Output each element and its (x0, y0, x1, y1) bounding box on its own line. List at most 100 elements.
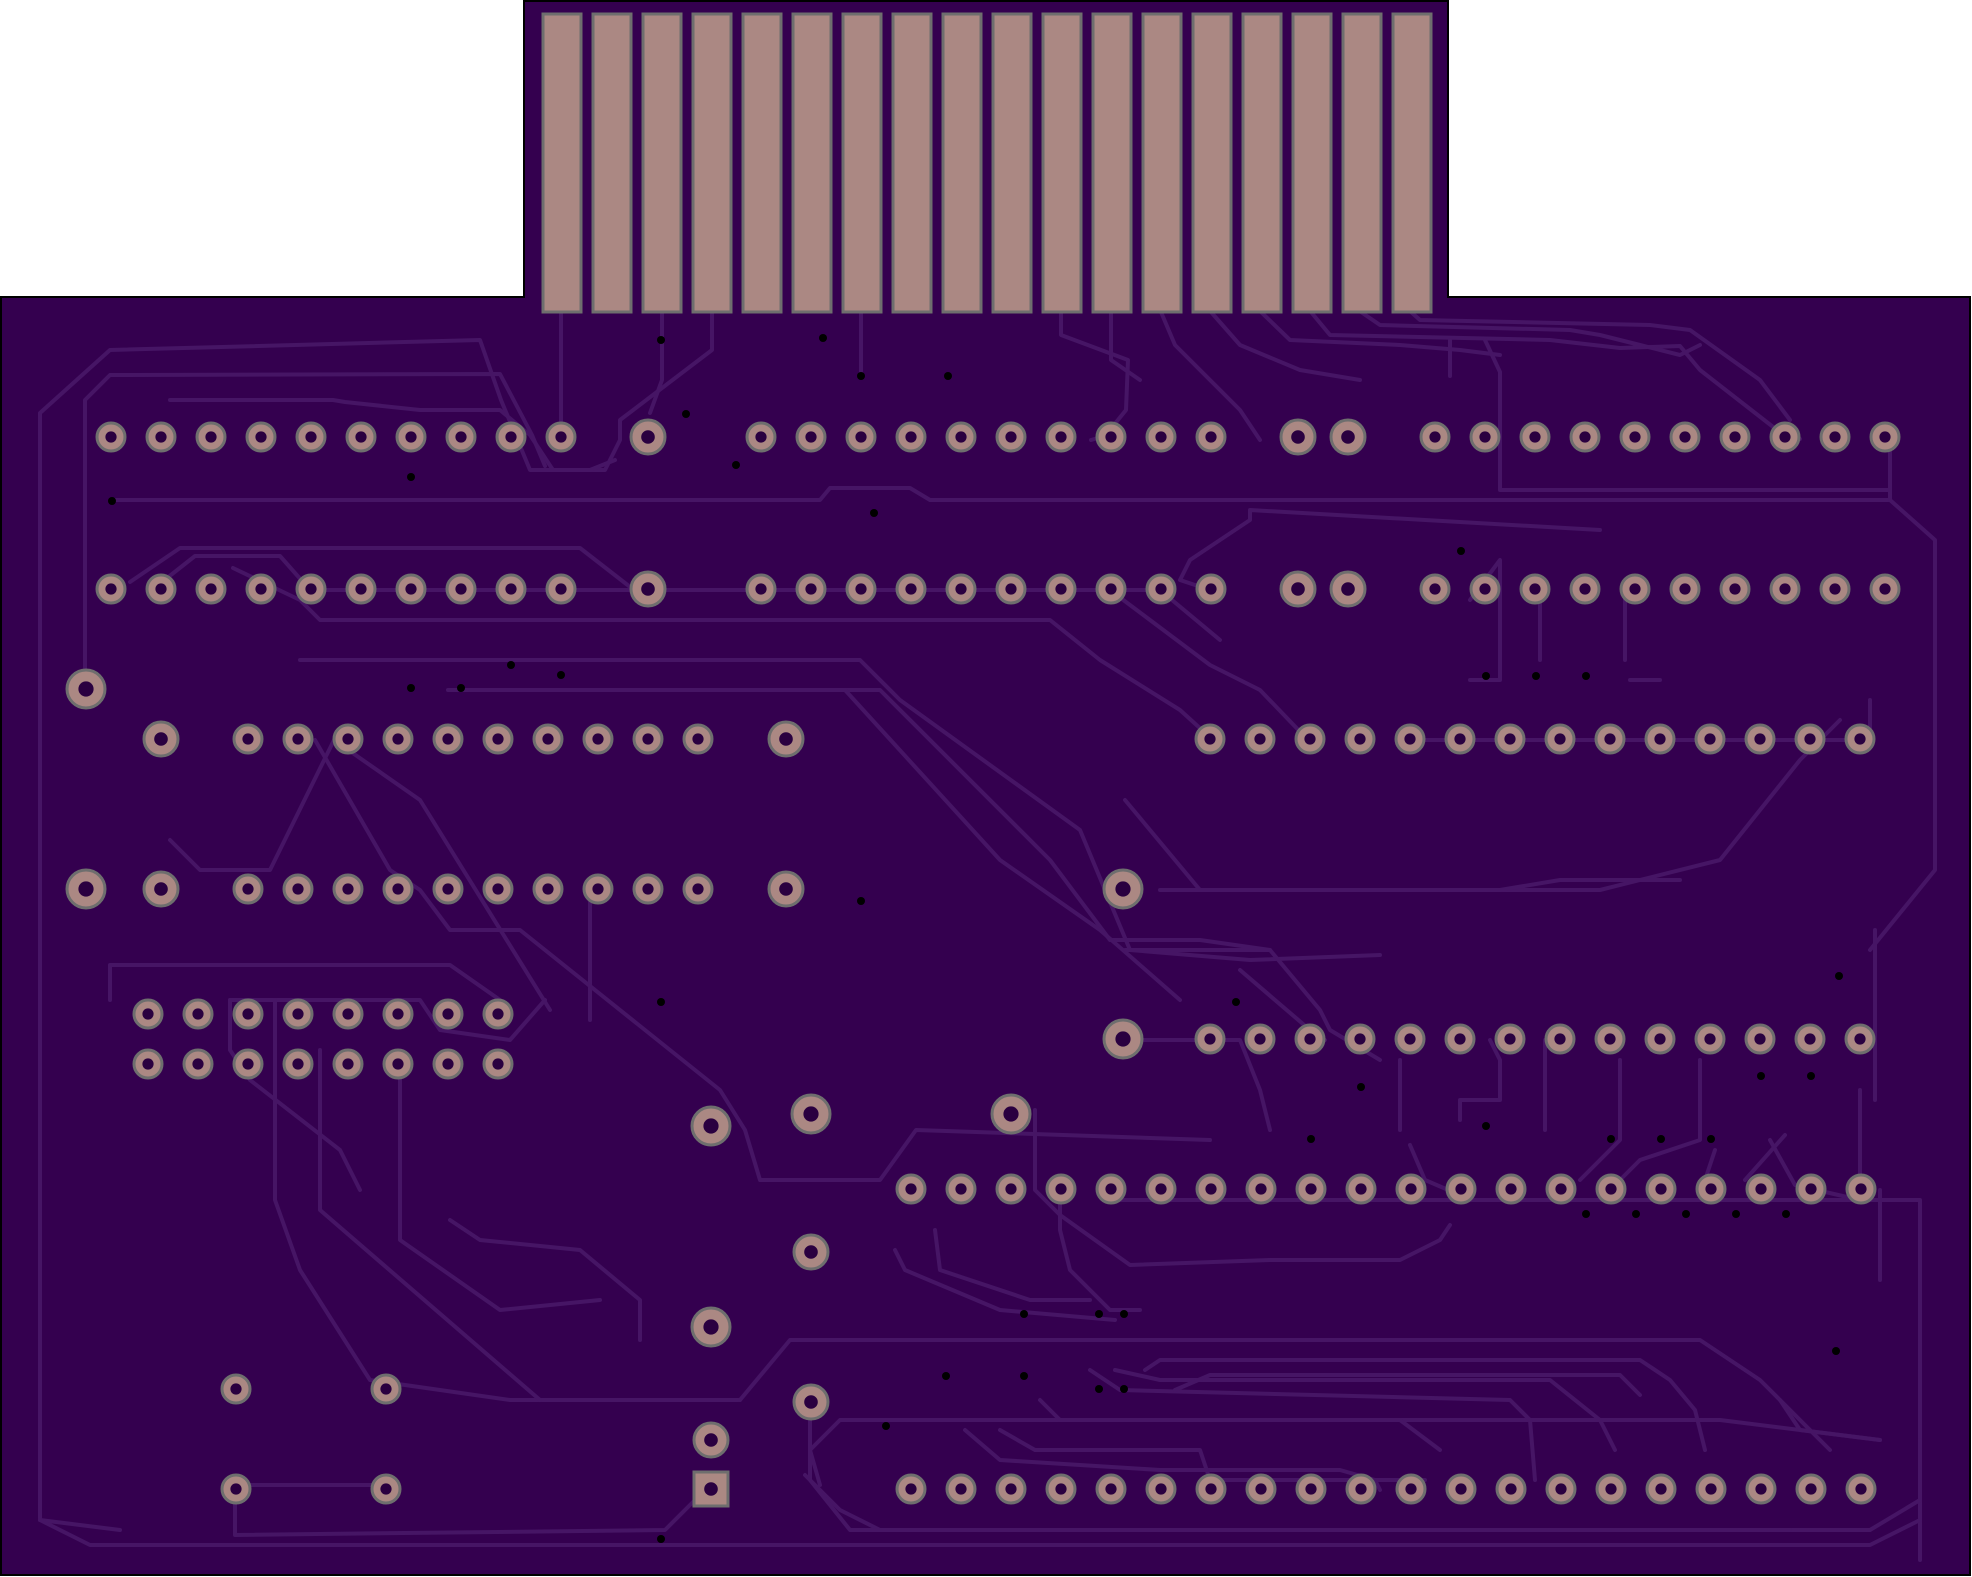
via-19 (657, 998, 665, 1006)
trace-13 (108, 963, 502, 1002)
small-pad-4-drill (380, 1483, 392, 1495)
header-top-pin-8 (482, 998, 514, 1030)
row2-mid-pin-8-drill (1105, 583, 1117, 595)
via-33 (1732, 1210, 1740, 1218)
header-bottom-pin-3-drill (242, 1058, 254, 1070)
trace-16 (110, 486, 1892, 502)
row2-right-pin-10-drill (1879, 583, 1891, 595)
edge-connector-group (541, 12, 1433, 314)
row7-pin-2-drill (955, 1483, 967, 1495)
trace-14 (38, 338, 617, 1522)
header-bottom-pin-2 (182, 1048, 214, 1080)
row1-right-pin-3 (1519, 421, 1551, 453)
row3-left-pin-5-drill (442, 733, 454, 745)
via-37 (1120, 1310, 1128, 1318)
edge-finger-5 (741, 12, 783, 314)
row5-right-pin-14 (1844, 1023, 1876, 1055)
row1-right-pin-1 (1419, 421, 1451, 453)
row1-mid-pin-1 (745, 421, 777, 453)
row7-pin-20-drill (1855, 1483, 1867, 1495)
row4-left-pin-3-drill (342, 883, 354, 895)
row2-left-pin-2-drill (155, 583, 167, 595)
trace-24 (168, 738, 552, 1012)
row1-left-pin-7 (395, 421, 427, 453)
row1-mid-pin-10 (1195, 421, 1227, 453)
edge-finger-12 (1091, 12, 1133, 314)
row4-left-pin-4-drill (392, 883, 404, 895)
row3-left-pin-4 (382, 723, 414, 755)
row2-mid-pin-1 (745, 573, 777, 605)
row2-right-pin-6-drill (1679, 583, 1691, 595)
small-pad-2-drill (380, 1383, 392, 1395)
row3-right-pin-14-drill (1854, 733, 1866, 745)
row1-left-pin-1-drill (105, 431, 117, 443)
row3-right-pin-13-drill (1804, 733, 1816, 745)
row2-mid-pin-7 (1045, 573, 1077, 605)
row2-right-pin-5 (1619, 573, 1651, 605)
row3-right-pin-13 (1794, 723, 1826, 755)
row4-left-pin-1-drill (242, 883, 254, 895)
edge-finger-17 (1341, 12, 1383, 314)
row2-mid-pin-4-drill (905, 583, 917, 595)
header-top-pin-4-drill (292, 1008, 304, 1020)
row2-left-pin-9-drill (505, 583, 517, 595)
header-bottom-pin-1-drill (142, 1058, 154, 1070)
header-top-pin-5-drill (342, 1008, 354, 1020)
via-32 (1682, 1210, 1690, 1218)
row1-left-pin-7-drill (405, 431, 417, 443)
row4-right-pad-drill (1115, 881, 1131, 897)
row1-right-pin-3-drill (1529, 431, 1541, 443)
disc-pad-6 (792, 1383, 830, 1421)
row6-pin-2 (945, 1173, 977, 1205)
row1-right-pin-10-drill (1879, 431, 1891, 443)
row1-mid-pin-8 (1095, 421, 1127, 453)
header-top-pin-1 (132, 998, 164, 1030)
trace-69 (1113, 1368, 1617, 1452)
row2-left-pin-10 (545, 573, 577, 605)
trace-9 (1259, 310, 1502, 357)
row3-right-pin-9 (1594, 723, 1626, 755)
row5-right-pin-4-drill (1354, 1033, 1366, 1045)
row3-right-pin-1 (1194, 723, 1226, 755)
row7-pin-1-drill (905, 1483, 917, 1495)
via-36 (1095, 1310, 1103, 1318)
row1-right-pin-9 (1819, 421, 1851, 453)
header-bottom-pin-8 (482, 1048, 514, 1080)
row7-pin-6 (1145, 1473, 1177, 1505)
trace-58 (1033, 1108, 1452, 1267)
row3-left-pin-2-drill (292, 733, 304, 745)
row7-pin-8 (1245, 1473, 1277, 1505)
row1-right-pin-8 (1769, 421, 1801, 453)
trace-59 (1058, 1188, 1142, 1312)
row2-mid-pin-3-drill (855, 583, 867, 595)
row3-right-pin-10-drill (1654, 733, 1666, 745)
row3-left-pin-7-drill (542, 733, 554, 745)
via-31 (1632, 1210, 1640, 1218)
row1-mid-pin-6-drill (1005, 431, 1017, 443)
row7-pin-7-drill (1205, 1483, 1217, 1495)
edge-finger-18 (1391, 12, 1433, 314)
row6-pin-7-drill (1205, 1183, 1217, 1195)
row2-left-pin-4-drill (255, 583, 267, 595)
row2-right-pin-9-drill (1829, 583, 1841, 595)
row1-right-pin-10 (1869, 421, 1901, 453)
row5-right-pin-8 (1544, 1023, 1576, 1055)
row3-pin-a-drill (78, 681, 94, 697)
row3-right-pin-11 (1694, 723, 1726, 755)
via-20 (1232, 998, 1240, 1006)
row3-right-pin-10 (1644, 723, 1676, 755)
row2-mid-pin-10 (1195, 573, 1227, 605)
trace-28 (273, 998, 742, 1402)
row2-right-pin-8 (1769, 573, 1801, 605)
row3-right-pin-12 (1744, 723, 1776, 755)
row6-pin-12-drill (1455, 1183, 1467, 1195)
row2-left-pin-6-drill (355, 583, 367, 595)
via-38 (942, 1372, 950, 1380)
trace-22 (468, 688, 1182, 1002)
trace-78 (38, 1518, 1922, 1547)
row1-left-pin-1 (95, 421, 127, 453)
row3-right-pin-3-drill (1304, 733, 1316, 745)
row5-right-pin-6 (1444, 1023, 1476, 1055)
